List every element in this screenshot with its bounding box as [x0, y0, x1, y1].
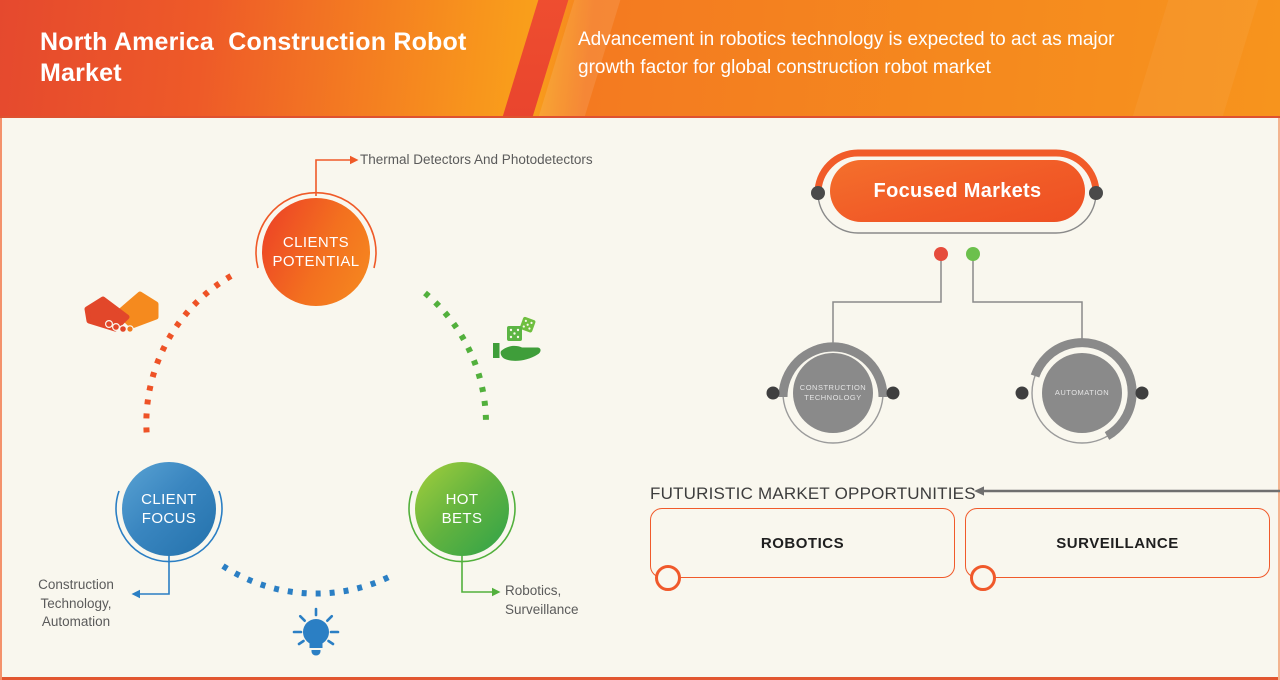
hot-bets-annotation: Robotics, Surveillance [505, 583, 579, 617]
handshake-icon [84, 291, 159, 333]
header-banner: North America Construction Robot Market … [0, 0, 1280, 118]
clients-potential-label: CLIENTS POTENTIAL [272, 234, 360, 270]
construction-technology-circle [766, 342, 900, 444]
blue-dotted-arc [221, 563, 395, 597]
client-focus-annotation: Construction Technology, Automation [38, 577, 114, 629]
construction-technology-label: CONSTRUCTION TECHNOLOGY [799, 383, 867, 402]
client-focus-label: CLIENT FOCUS [141, 491, 197, 527]
automation-label: AUTOMATION [1054, 388, 1110, 397]
green-branch-dot [966, 247, 980, 261]
opportunities-heading: FUTURISTIC MARKET OPPORTUNITIES [650, 484, 976, 503]
page-title: North America Construction Robot Market [40, 28, 467, 87]
clients-potential-annotation: Thermal Detectors And Photodetectors [360, 152, 593, 167]
branch-lines [832, 258, 1083, 343]
dice-in-hand-icon [493, 316, 541, 361]
diagram-canvas: CLIENTS POTENTIAL CLIENT FOCUS HOT BETS … [0, 118, 1280, 680]
green-dotted-arc [423, 290, 489, 424]
lightbulb-icon [292, 607, 340, 656]
hot-bets-label: HOT BETS [441, 491, 483, 527]
clients-potential-connector [315, 155, 359, 196]
page-subtitle: Advancement in robotics technology is ex… [578, 29, 1115, 78]
opportunities-arrow [974, 486, 1280, 496]
focused-markets-pill: Focused Markets [830, 160, 1085, 222]
hot-bets-connector [461, 556, 501, 597]
automation-circle [1015, 338, 1149, 444]
robotics-corner-ring [655, 565, 681, 591]
orange-dotted-arc [143, 273, 233, 439]
clients-potential-node: CLIENTS POTENTIAL [262, 198, 370, 306]
opportunity-box-surveillance: SURVEILLANCE [965, 508, 1270, 578]
opportunity-box-robotics: ROBOTICS [650, 508, 955, 578]
client-focus-connector [131, 556, 170, 599]
red-branch-dot [934, 247, 948, 261]
client-focus-node: CLIENT FOCUS [122, 462, 216, 556]
surveillance-label: SURVEILLANCE [1056, 534, 1179, 552]
focused-markets-title: Focused Markets [873, 179, 1042, 202]
decorations-layer [84, 149, 1280, 656]
surveillance-corner-ring [970, 565, 996, 591]
robotics-label: ROBOTICS [760, 534, 845, 552]
hot-bets-node: HOT BETS [415, 462, 509, 556]
focused-markets-arc [811, 149, 1103, 234]
